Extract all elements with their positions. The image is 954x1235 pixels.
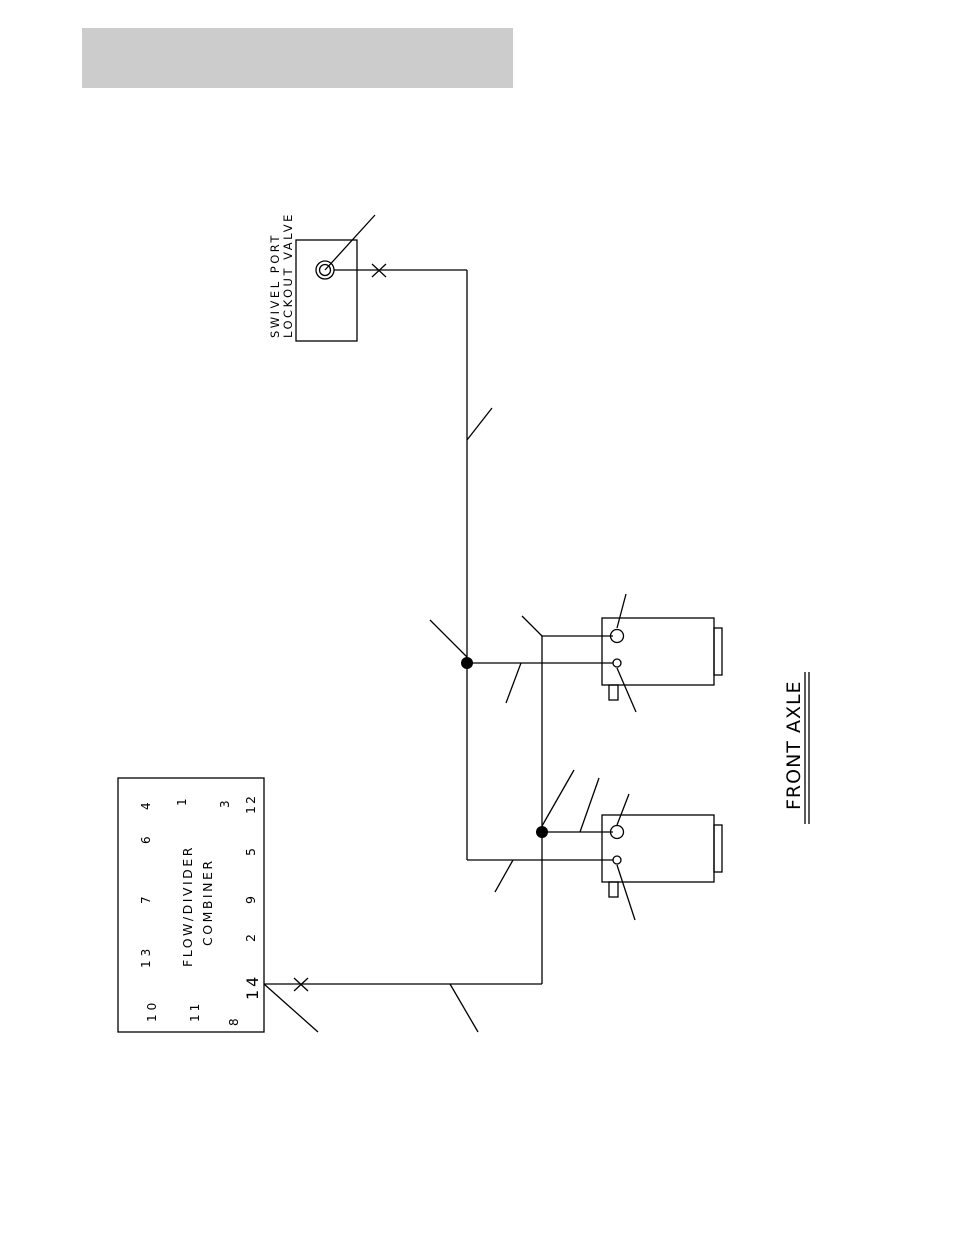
port-2: 2 [243, 934, 258, 942]
hydraulic-lines [264, 264, 613, 991]
lower-cylinder [602, 815, 722, 897]
port-5: 5 [243, 848, 258, 856]
port-12: 12 [243, 794, 258, 814]
leader-lines [264, 594, 636, 1032]
port-6: 6 [139, 834, 153, 844]
port-1: 1 [175, 798, 189, 806]
junction-upper [461, 657, 473, 669]
port-13: 13 [139, 945, 153, 968]
front-axle-text: FRONT AXLE [783, 680, 805, 810]
combiner-label: COMBINER [200, 858, 215, 946]
junction-lower [536, 826, 548, 838]
port-9: 9 [243, 896, 258, 904]
valve-label-line2: LOCKOUT VALVE [281, 212, 295, 338]
port-4: 4 [139, 800, 153, 810]
swivel-port-lockout-valve: SWIVEL PORT LOCKOUT VALVE [268, 212, 375, 341]
upper-cylinder [602, 618, 722, 700]
flow-divider-combiner: FLOW/DIVIDER COMBINER 4 6 7 13 10 1 11 3… [118, 778, 264, 1032]
port-14: 14 [243, 974, 262, 1000]
valve-label-line1: SWIVEL PORT [268, 233, 282, 338]
port-3: 3 [218, 800, 232, 808]
port-8: 8 [227, 1018, 241, 1026]
front-axle-label: FRONT AXLE [783, 672, 809, 824]
port-7: 7 [139, 894, 153, 904]
port-10: 10 [145, 999, 159, 1022]
flow-divider-label: FLOW/DIVIDER [180, 845, 195, 967]
port-11: 11 [188, 1001, 202, 1022]
